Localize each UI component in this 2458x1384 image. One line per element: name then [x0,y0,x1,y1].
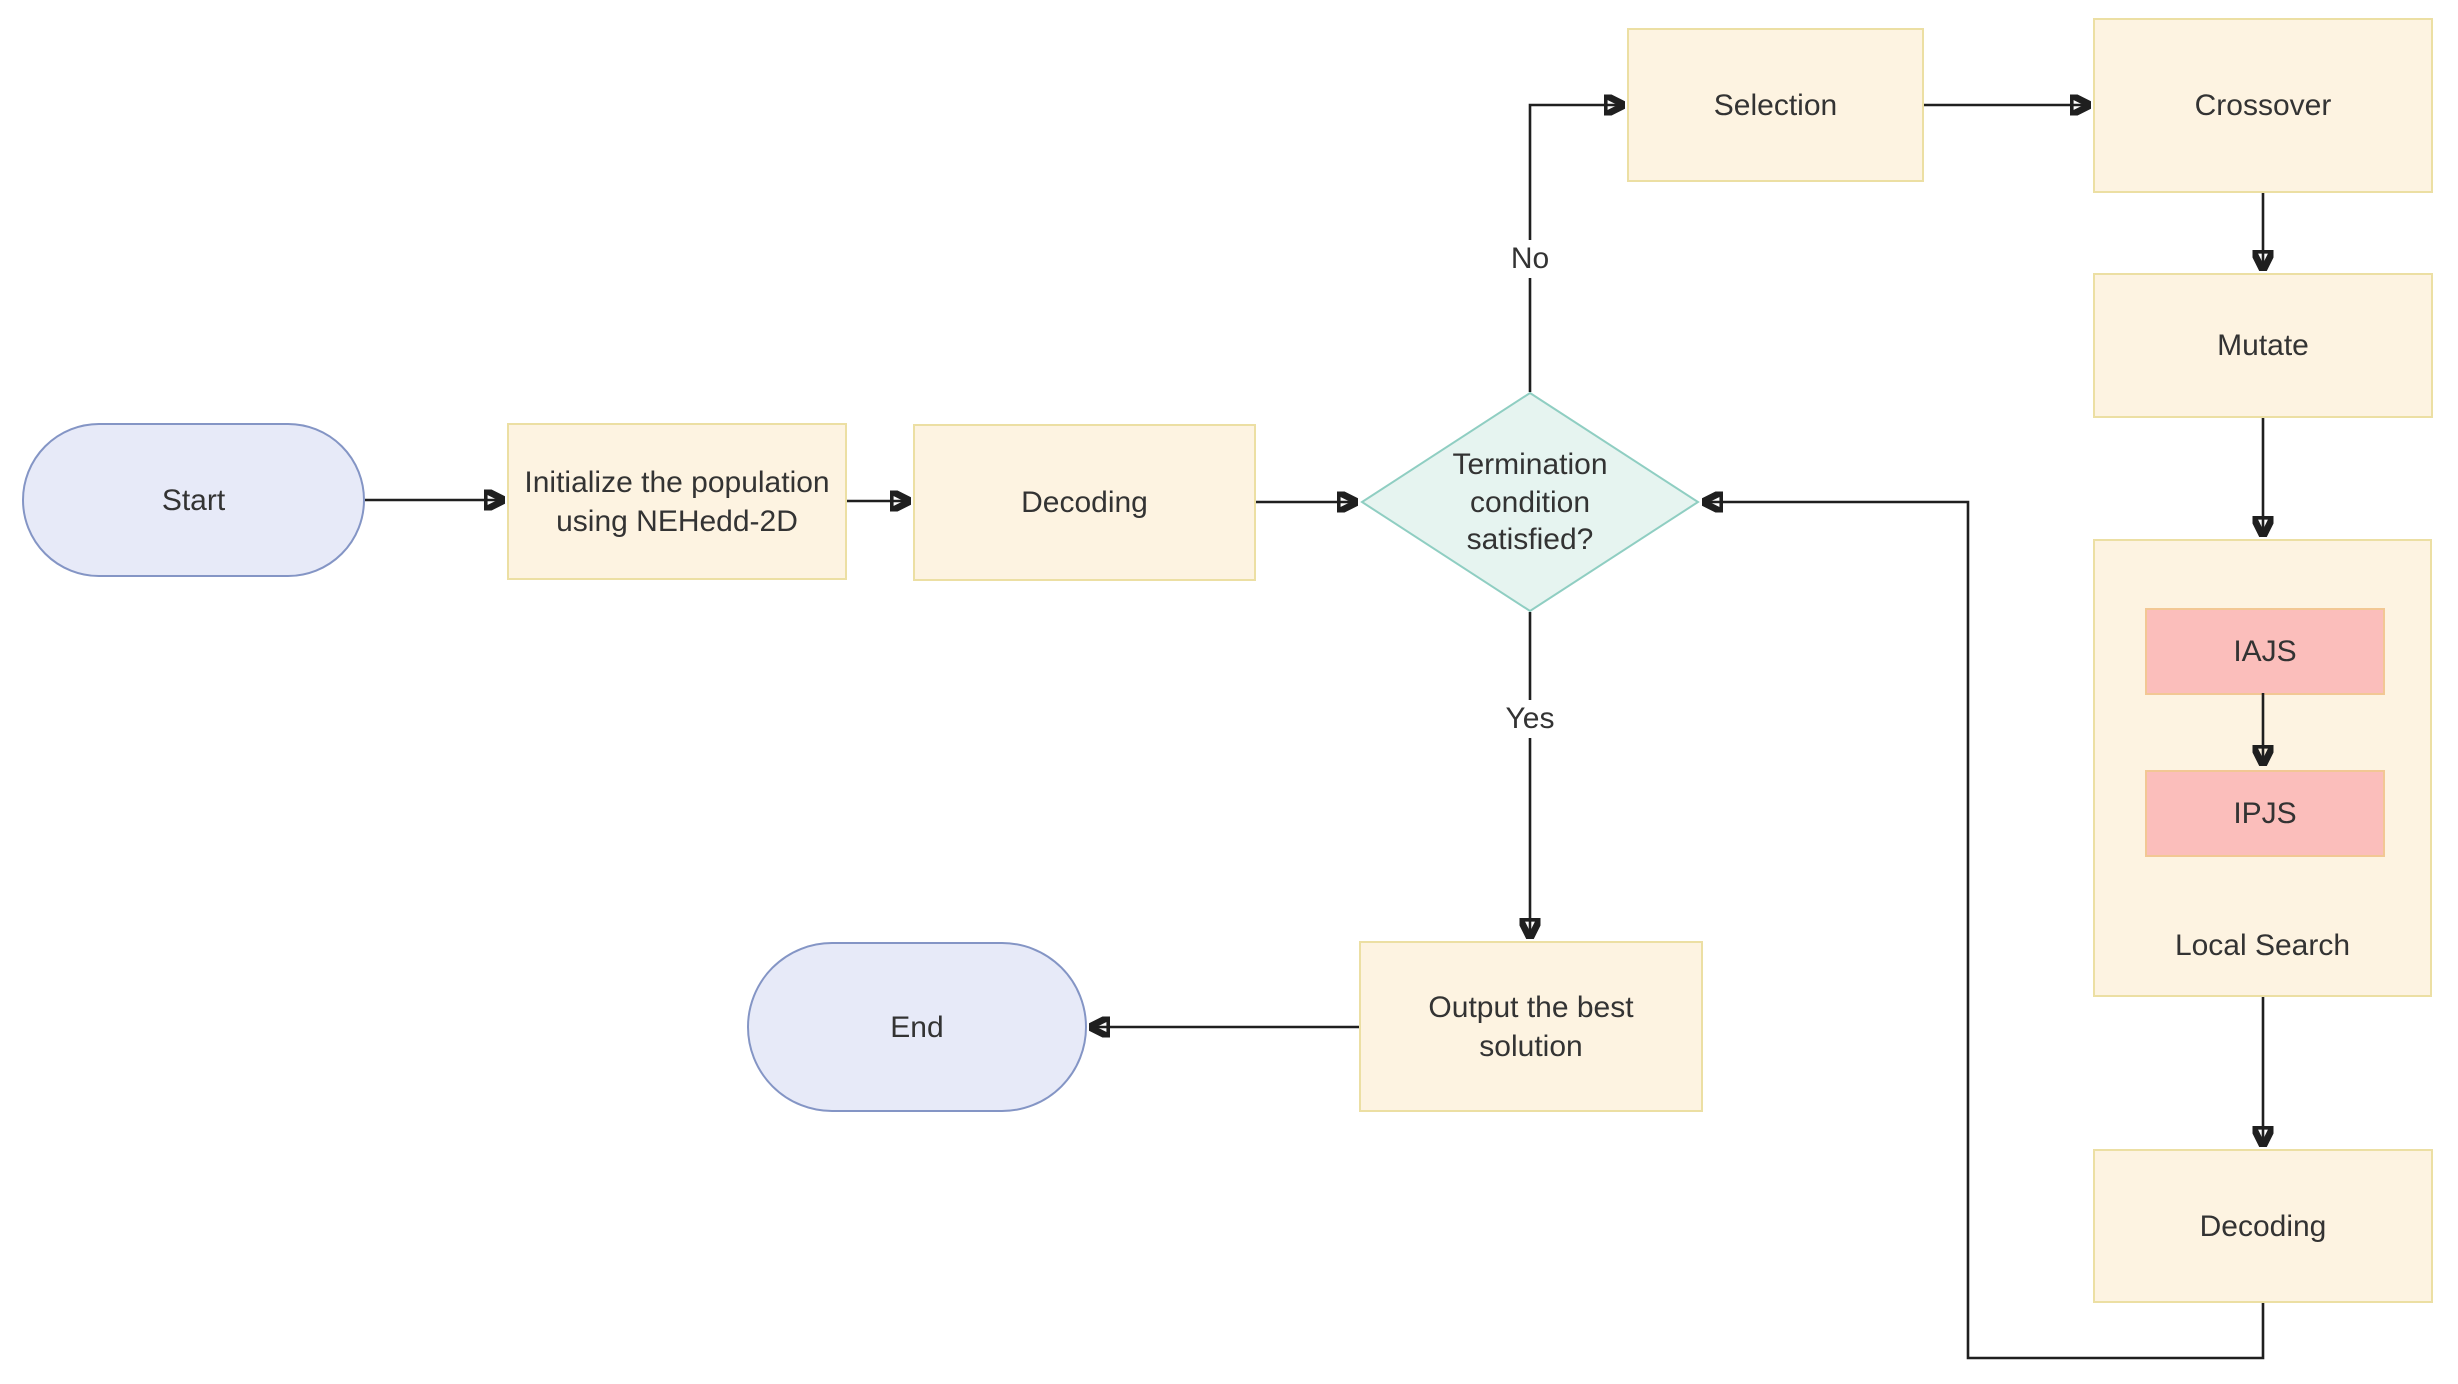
edge-label-yes: Yes [1499,700,1561,738]
node-output-best-solution-label: Output the best solution [1428,990,1634,1063]
node-start-label: Start [161,483,226,517]
node-crossover-label: Crossover [2194,89,2332,122]
decision-diamond-shape [1360,392,1700,612]
group-local-search: IAJS IPJS Local Search [2093,539,2432,997]
node-initialize-population: Initialize the population using NEHedd-2… [507,423,847,580]
node-termination-decision: Termination condition satisfied? [1360,392,1700,612]
node-termination-decision-label: Termination condition satisfied? [1452,447,1608,556]
node-crossover: Crossover [2093,18,2433,193]
node-mutate-label: Mutate [2217,329,2309,362]
node-selection-label: Selection [1713,88,1838,122]
node-end: End [747,942,1087,1112]
group-local-search-label: Local Search [2174,929,2351,962]
node-end-label: End [890,1010,944,1044]
node-mutate: Mutate [2093,273,2433,418]
node-iajs-label: IAJS [2233,635,2297,668]
node-output-best-solution: Output the best solution [1359,941,1703,1112]
node-initialize-population-label: Initialize the population using NEHedd-2… [524,465,830,538]
node-selection: Selection [1627,28,1924,182]
node-decoding-bottom: Decoding [2093,1149,2433,1303]
node-decoding-bottom-label: Decoding [2199,1209,2327,1243]
node-decoding-top: Decoding [913,424,1256,581]
node-iajs: IAJS [2145,608,2385,695]
node-ipjs: IPJS [2145,770,2385,857]
edge-label-no: No [1504,240,1556,278]
node-ipjs-label: IPJS [2233,797,2297,830]
node-start: Start [22,423,365,577]
node-decoding-top-label: Decoding [1021,486,1148,519]
